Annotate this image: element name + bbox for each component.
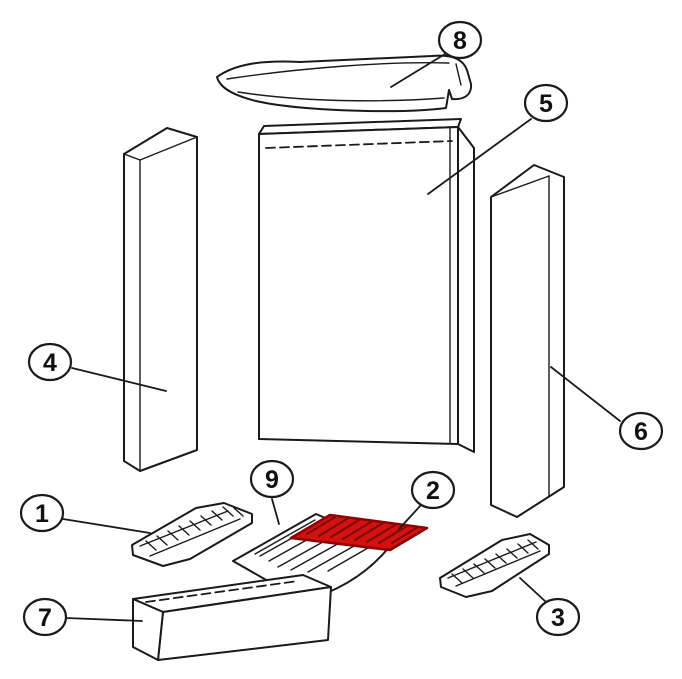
part-3-hatch-lines bbox=[451, 539, 539, 584]
callout-6-number: 6 bbox=[634, 418, 648, 446]
callout-7-number: 7 bbox=[38, 604, 52, 632]
part-right-side-panel bbox=[490, 164, 565, 518]
part-5-side-face bbox=[457, 126, 475, 453]
callout-4-number: 4 bbox=[43, 349, 57, 377]
leader-line-8 bbox=[390, 53, 446, 88]
leader-line-1 bbox=[62, 518, 151, 534]
callout-5-number: 5 bbox=[539, 90, 553, 118]
callout-7: 7 bbox=[22, 597, 143, 637]
part-1-inner-edge-lower bbox=[149, 518, 241, 557]
callout-6: 6 bbox=[550, 366, 664, 451]
part-left-side-panel bbox=[123, 127, 198, 472]
leader-line-9 bbox=[271, 498, 280, 525]
callout-4: 4 bbox=[27, 342, 167, 392]
callout-2-number: 2 bbox=[426, 477, 440, 505]
leader-line-3 bbox=[519, 577, 547, 603]
part-6-top-edge bbox=[490, 175, 550, 198]
part-3-inner-edge-upper bbox=[447, 541, 537, 579]
part-7-dashed-line bbox=[145, 580, 299, 603]
part-front-bottom-panel bbox=[132, 574, 332, 661]
part-6-outline bbox=[490, 164, 565, 518]
callout-4-circle bbox=[27, 342, 73, 382]
callout-6-circle bbox=[618, 411, 664, 451]
leader-line-4 bbox=[71, 367, 167, 392]
callout-3: 3 bbox=[519, 577, 581, 637]
callout-7-circle bbox=[22, 597, 68, 637]
callout-5-circle bbox=[523, 83, 569, 123]
part-8-outline bbox=[216, 54, 473, 113]
part-1-inner-edge-upper bbox=[139, 510, 229, 547]
callout-2-circle bbox=[410, 470, 456, 510]
part-right-log-rest bbox=[439, 533, 550, 598]
part-5-front-face bbox=[258, 126, 459, 445]
callout-1: 1 bbox=[19, 493, 151, 534]
callout-8-circle bbox=[437, 20, 483, 60]
part-top-baffle-plate bbox=[216, 54, 473, 113]
callout-5: 5 bbox=[427, 83, 569, 195]
callout-1-circle bbox=[19, 493, 65, 533]
part-5-dashed-line bbox=[265, 140, 453, 149]
callout-9: 9 bbox=[249, 459, 295, 525]
part-8-fold-line-upper bbox=[226, 61, 450, 80]
part-8-end-edge bbox=[455, 63, 462, 86]
part-left-log-rest bbox=[131, 502, 253, 567]
part-2-rib-lines bbox=[306, 516, 419, 544]
callout-8-number: 8 bbox=[453, 27, 467, 55]
leader-line-6 bbox=[550, 366, 621, 422]
callout-1-number: 1 bbox=[35, 500, 49, 528]
leader-line-5 bbox=[427, 118, 532, 195]
part-7-left-face bbox=[132, 598, 164, 661]
part-highlighted-grate-bar bbox=[289, 513, 429, 552]
part-3-inner-edge-lower bbox=[455, 550, 541, 587]
leader-line-7 bbox=[65, 617, 143, 622]
leader-line-2 bbox=[398, 504, 422, 530]
callout-3-circle bbox=[535, 597, 581, 637]
part-4-outline bbox=[123, 127, 198, 472]
part-1-outline bbox=[131, 502, 253, 567]
part-1-hatch-lines bbox=[145, 506, 244, 551]
part-back-panel bbox=[258, 118, 475, 453]
part-8-fold-line-lower bbox=[237, 91, 445, 102]
callout-9-number: 9 bbox=[265, 466, 279, 494]
callout-8: 8 bbox=[390, 20, 483, 88]
callout-3-number: 3 bbox=[551, 604, 565, 632]
callout-9-circle bbox=[249, 459, 295, 499]
callout-2: 2 bbox=[398, 470, 456, 530]
